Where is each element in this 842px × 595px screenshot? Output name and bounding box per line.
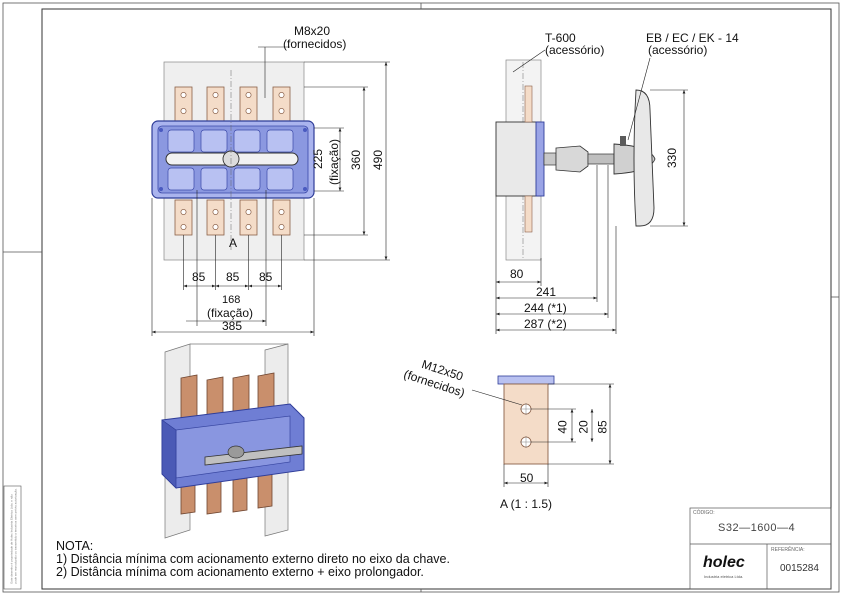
- brand-subtitle: Industria eletrica Ltda.: [704, 574, 744, 579]
- side-stamp-box: [3, 485, 22, 590]
- drawing-code: S32—1600—4: [718, 522, 796, 534]
- reference-number: 0015284: [780, 563, 819, 574]
- dim-360: 360: [349, 149, 364, 171]
- handle-label: EB / EC / EK - 14: [646, 31, 739, 45]
- dim-330: 330: [665, 147, 680, 169]
- dim-241: 241: [536, 285, 557, 299]
- side-view: [495, 59, 656, 261]
- side-view-dimensions: [495, 49, 688, 334]
- front-view: [151, 61, 315, 261]
- notes-line-1: 1) Distância mínima com acionamento exte…: [56, 552, 450, 566]
- dim-244: 244 (*1): [524, 301, 567, 315]
- reference-label: REFERÊNCIA:: [771, 547, 805, 553]
- shaft-note: (acessório): [545, 43, 605, 57]
- bolt-note-top: (fornecidos): [283, 37, 347, 51]
- dim-20: 20: [576, 420, 591, 434]
- dim-168: 168: [222, 294, 241, 306]
- detail-a-dimensions: [471, 383, 614, 487]
- dim-490: 490: [371, 149, 386, 171]
- dim-225-note: (fixação): [327, 138, 341, 185]
- bolt-label-top: M8x20: [294, 24, 331, 38]
- view-marker-a: A: [229, 236, 238, 250]
- shaft-label: T-600: [545, 31, 576, 45]
- dim-50: 50: [520, 471, 534, 485]
- dim-85-b: 85: [226, 270, 240, 284]
- dim-85-c: 85: [259, 270, 273, 284]
- notes-heading: NOTA:: [56, 539, 94, 553]
- dim-85-a: 85: [192, 270, 206, 284]
- handle-note: (acessório): [648, 43, 708, 57]
- front-view-dimensions: [151, 46, 390, 336]
- inner-frame: [41, 8, 832, 590]
- detail-caption: A (1 : 1.5): [500, 497, 553, 511]
- dim-80: 80: [510, 267, 524, 281]
- dim-287: 287 (*2): [524, 317, 567, 331]
- brand-logo: holec: [703, 554, 745, 571]
- side-stamp-text: Este desenho é propriedade de Holec Indu…: [9, 488, 17, 584]
- code-label: CÓDIGO:: [693, 510, 715, 516]
- title-block: [689, 507, 832, 590]
- detail-a: [497, 375, 555, 465]
- dim-225: 225: [311, 148, 326, 170]
- dim-85-detail: 85: [595, 420, 610, 434]
- dim-385: 385: [222, 319, 243, 333]
- notes-line-2: 2) Distância mínima com acionamento exte…: [56, 565, 424, 579]
- dim-168-note: (fixação): [207, 306, 254, 320]
- dim-40: 40: [555, 420, 570, 434]
- isometric-view: [161, 343, 305, 539]
